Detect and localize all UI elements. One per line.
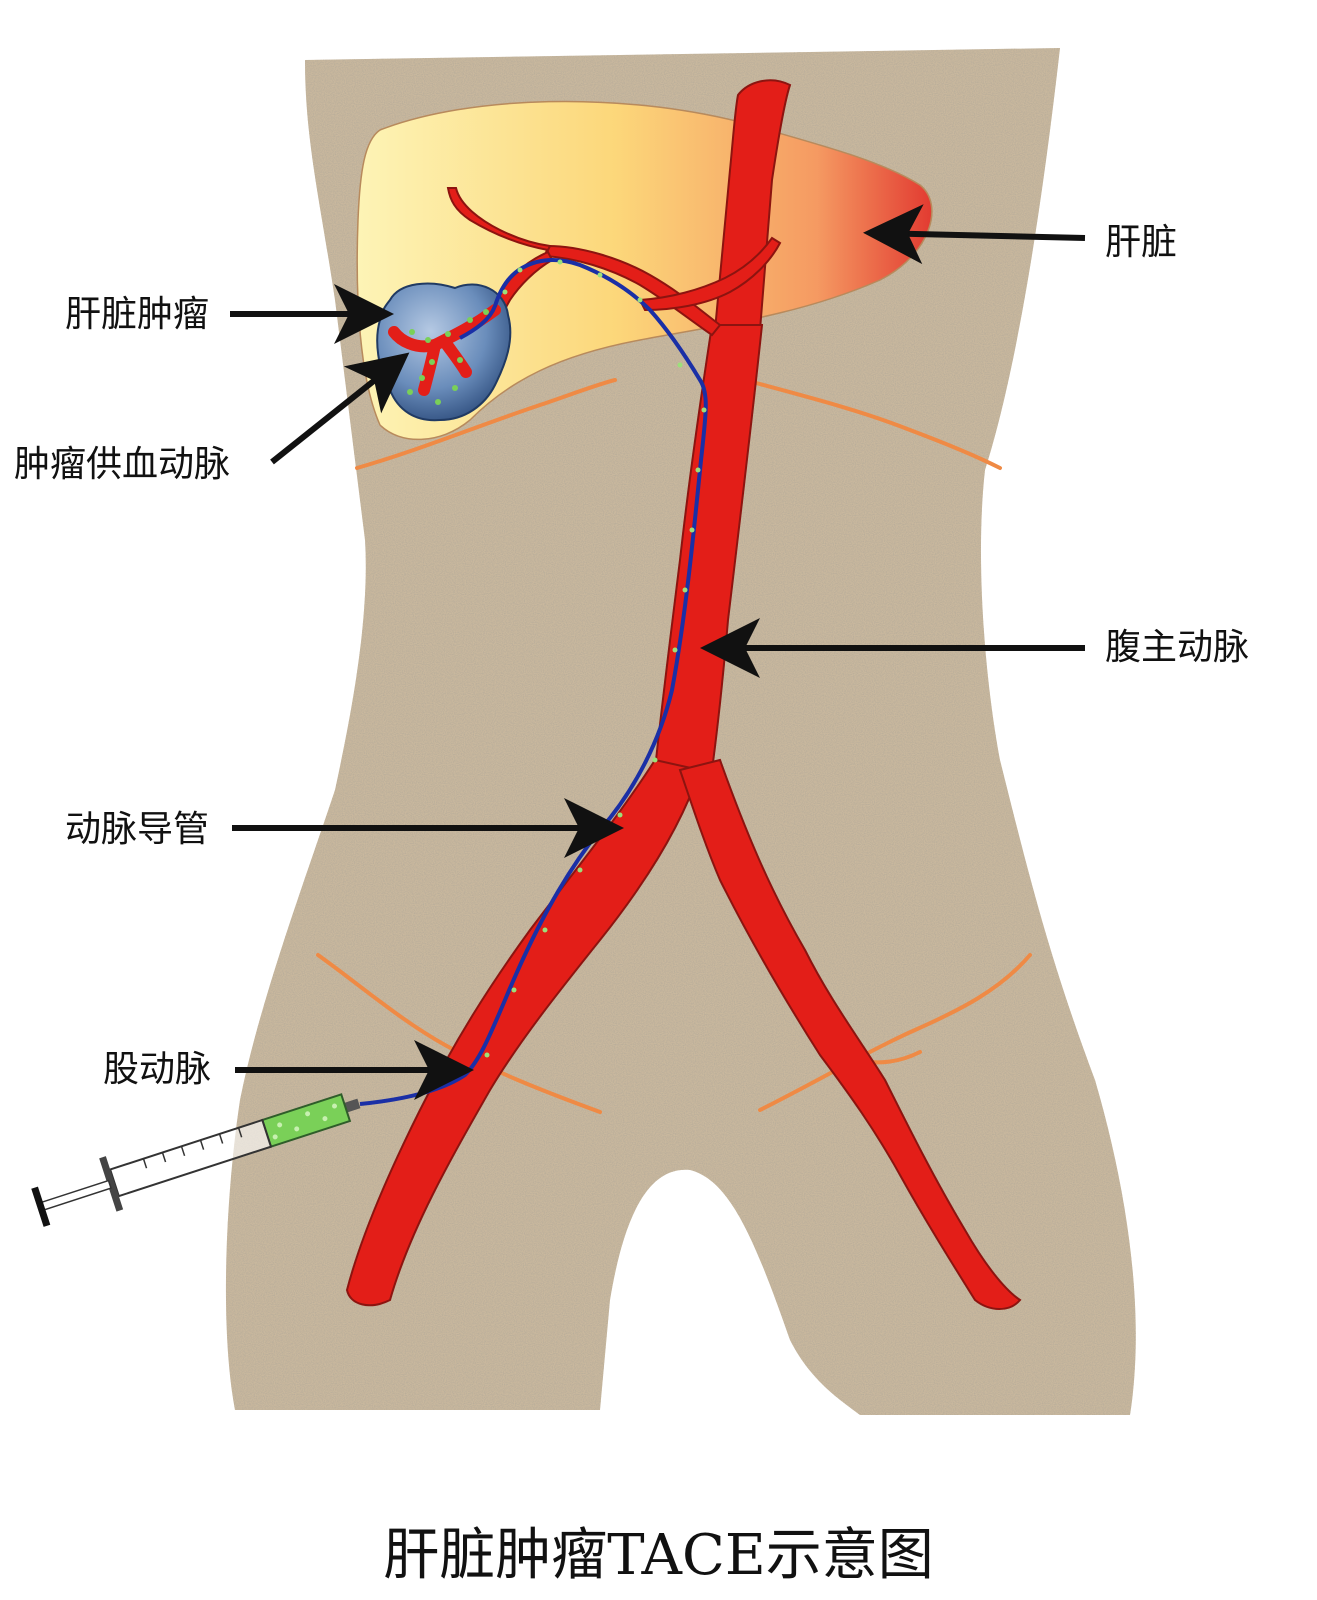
syringe-plunger-rod <box>40 1179 112 1211</box>
arrow-tumor-artery <box>270 352 410 465</box>
upper-aorta <box>713 79 792 331</box>
syringe-plunger-cap <box>31 1186 51 1227</box>
tumor-vessels <box>388 304 501 396</box>
label-arrows <box>230 204 1086 1100</box>
label-tumor-artery: 肿瘤供血动脉 <box>14 444 231 485</box>
syringe-flange <box>99 1156 124 1212</box>
tumor-embolic-dots <box>407 309 489 405</box>
syringe-needle-hub <box>344 1098 361 1113</box>
arrow-liver <box>863 204 1086 265</box>
label-liver: 肝脏 <box>1105 222 1178 263</box>
arterial-catheter <box>359 258 708 1106</box>
label-femoral-artery: 股动脉 <box>103 1049 212 1090</box>
syringe <box>31 1093 361 1227</box>
syringe-barrel <box>108 1118 273 1198</box>
hepatic-branch-upper <box>446 187 552 252</box>
label-arterial-catheter: 动脉导管 <box>65 809 210 850</box>
label-abdominal-aorta: 腹主动脉 <box>1105 627 1250 668</box>
left-femoral-artery <box>345 758 702 1307</box>
hepatic-branch-right <box>638 236 782 312</box>
label-liver-tumor: 肝脏肿瘤 <box>65 294 210 335</box>
diagram-caption: 肝脏肿瘤TACE示意图 <box>383 1523 934 1588</box>
right-femoral-artery <box>678 758 1022 1310</box>
